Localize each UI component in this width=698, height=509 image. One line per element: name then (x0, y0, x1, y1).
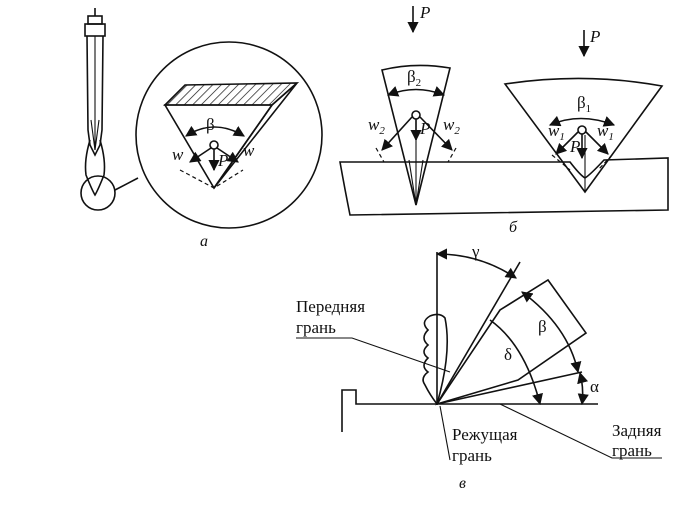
external-force-label-left: P (419, 3, 430, 22)
label-back-face-2: грань (612, 441, 652, 460)
angle-label-beta1: β1 (577, 93, 591, 115)
force-arrow-w1-right (585, 131, 609, 155)
angle-label-beta2: β2 (407, 67, 421, 89)
force-arrow-w1-left (555, 131, 579, 155)
force-label-p-wide: P (569, 137, 580, 156)
angle-arc-gamma (435, 248, 517, 279)
dashed-lines-narrow (375, 147, 457, 163)
label-front-face-2: грань (296, 318, 336, 337)
angle-arc-beta (521, 291, 582, 374)
panel-a: β P w w а (80, 8, 323, 250)
back-face-line (436, 371, 583, 405)
chip-curl (422, 313, 449, 405)
angle-label-alpha: α (590, 377, 599, 396)
angle-arc-beta2 (386, 86, 446, 97)
force-label-w-right: w (243, 141, 255, 160)
caption-b: б (509, 219, 518, 236)
wide-wedge (503, 77, 664, 194)
force-arrow-w-left (189, 147, 212, 163)
panel-b: β2 P w2 w2 P β1 P w1 w1 P б (339, 3, 669, 236)
label-cutting-edge-2: грань (452, 446, 492, 465)
caption-v: в (459, 475, 466, 492)
force-label-p: P (217, 151, 228, 170)
force-node-narrow (411, 110, 421, 120)
force-label-w-left: w (172, 145, 184, 164)
dashed-direction-lines (179, 169, 244, 189)
leader-front-face (296, 337, 451, 373)
wedge-3d (163, 82, 300, 190)
leader-line (114, 177, 139, 191)
angle-arc-beta (185, 125, 245, 137)
chisel-tool (84, 8, 106, 197)
detail-marker-circle (80, 175, 116, 211)
force-node (209, 140, 219, 150)
caption-a: а (200, 233, 208, 250)
angle-arc-delta (489, 319, 543, 406)
force-label-w2-right: w2 (443, 115, 460, 137)
angle-arc-alpha (577, 371, 589, 406)
front-face-line (436, 261, 521, 405)
angle-label-beta: β (206, 115, 215, 134)
panel-v: γ β δ α Передняя грань Режущая грань Зад… (296, 242, 662, 492)
leader-cutting-edge (439, 405, 451, 461)
label-cutting-edge-1: Режущая (452, 425, 518, 444)
force-label-p-narrow: P (419, 119, 430, 138)
force-arrow-w2-left (381, 116, 413, 151)
force-arrow-w2-right (419, 116, 453, 151)
angle-arc-beta1 (548, 115, 616, 127)
leader-back-face (499, 403, 662, 459)
angle-label-gamma: γ (471, 242, 480, 261)
label-back-face-1: Задняя (612, 421, 662, 440)
external-force-label-right: P (589, 27, 600, 46)
force-node-wide (577, 125, 587, 135)
force-arrow-w-right (216, 147, 239, 163)
force-label-w1-right: w1 (597, 121, 614, 143)
label-front-face-1: Передняя (296, 297, 365, 316)
force-label-w2-left: w2 (368, 115, 385, 137)
dashed-lines-wide (551, 154, 613, 171)
workpiece-block (339, 157, 669, 216)
angle-label-beta-v: β (538, 317, 547, 336)
angle-label-delta: δ (504, 345, 512, 364)
force-label-w1-left: w1 (548, 121, 565, 143)
magnified-view-circle (135, 41, 323, 229)
workpiece-surface (341, 389, 598, 432)
